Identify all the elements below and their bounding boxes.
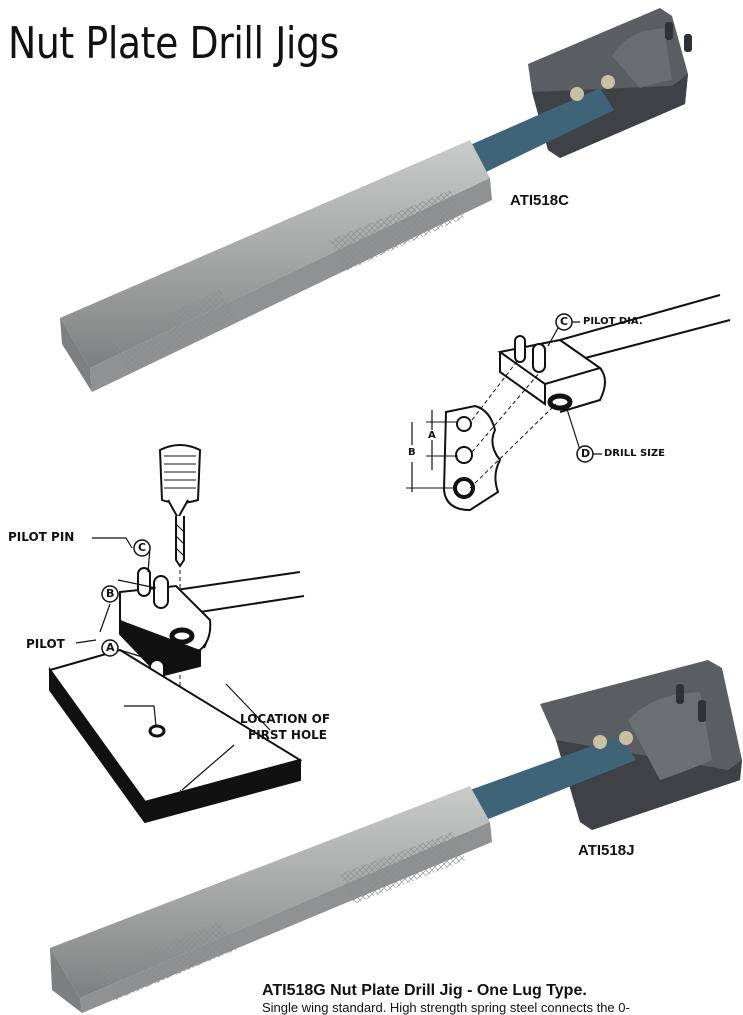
jig-handle: [60, 140, 490, 368]
spring-steel-strip-bottom: [470, 736, 636, 820]
drill-size-label: DRILL SIZE: [604, 448, 665, 459]
pilot-pin: [665, 22, 673, 40]
pilot-label: PILOT: [26, 637, 65, 651]
dimension-a: A: [428, 430, 436, 441]
page-title: Nut Plate Drill Jigs: [8, 18, 339, 69]
location-label-line1: LOCATION OF: [240, 712, 331, 726]
description-text: Single wing standard. High strength spri…: [262, 1000, 630, 1015]
letter-c-top: C: [560, 315, 569, 328]
pilot-pin-label: PILOT PIN: [8, 530, 75, 544]
pilot-dia-label: PILOT DIA.: [583, 316, 643, 327]
letter-c-left: C: [138, 541, 147, 554]
product-code-atj518c: ATI518C: [510, 192, 569, 209]
dimension-b: B: [408, 447, 416, 458]
product-description: ATI518G Nut Plate Drill Jig - One Lug Ty…: [262, 982, 743, 1015]
letter-b-left: B: [106, 587, 115, 600]
letter-a-left: A: [106, 641, 115, 654]
spring-steel-strip: [470, 88, 614, 172]
letter-d-top: D: [581, 447, 591, 460]
product-code-ati518j: ATI518J: [578, 842, 635, 859]
description-title: ATI518G Nut Plate Drill Jig - One Lug Ty…: [262, 982, 587, 999]
jig-handle-bottom: [50, 786, 490, 998]
location-label-line2: FIRST HOLE: [248, 728, 327, 742]
